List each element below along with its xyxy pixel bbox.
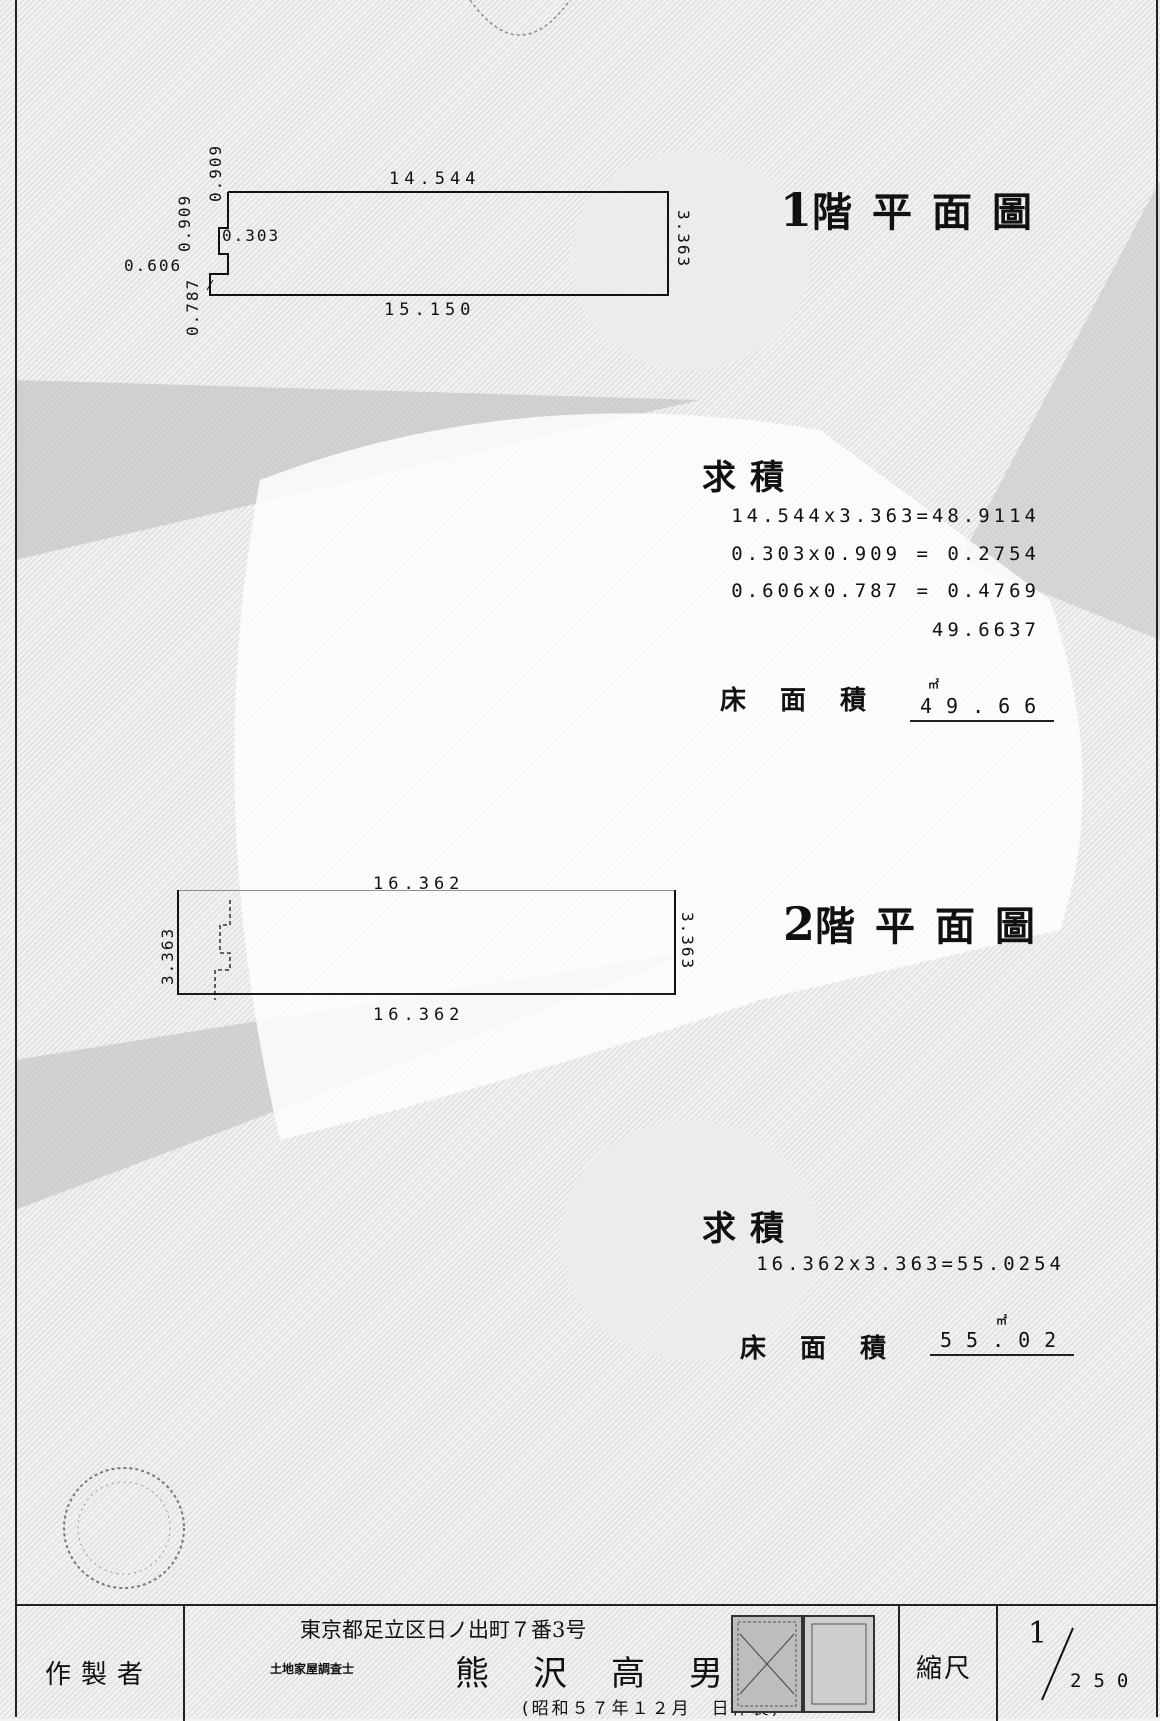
maker-label-cell: 作製者 xyxy=(15,1606,183,1721)
floor2-dim-top: 16.362 xyxy=(373,874,465,894)
floor2-title: 2階平面圖 xyxy=(783,894,1055,952)
floor2-area-value: 55.02 xyxy=(930,1328,1075,1356)
floor2-plan-outline xyxy=(177,890,676,1000)
floor2-area-unit: ㎡ xyxy=(996,1314,1007,1327)
floor1-dim-top: 14.544 xyxy=(389,169,481,189)
floor1-calc-total: 49.6637 xyxy=(931,619,1040,641)
floor1-area-label: 床面積 xyxy=(720,686,901,716)
scale-label: 縮尺 xyxy=(916,1654,973,1684)
footer-table: 作製者 東京都足立区日ノ出町７番3号 土地家屋調査士 熊沢高男 (昭和５７年１２… xyxy=(15,1604,1158,1721)
floor1-dim-bottom: 15.150 xyxy=(384,300,476,320)
scale-fraction-slash xyxy=(1041,1627,1074,1701)
floor2-dim-bottom: 16.362 xyxy=(373,1005,465,1025)
floor1-dim-left-lower: 0.787 xyxy=(183,277,202,336)
floor1-title-text: 階平面圖 xyxy=(812,189,1053,236)
floor2-calc-line-1: 16.362x3.363=55.0254 xyxy=(756,1253,1065,1275)
floor1-dim-notch: 0.303 xyxy=(222,226,281,245)
floor2-dim-right: 3.363 xyxy=(678,912,697,971)
scale-denominator: 250 xyxy=(1070,1670,1141,1692)
floor1-dim-left-upper: 0.909 xyxy=(206,143,225,202)
floor1-dim-left-upper2: 0.909 xyxy=(175,193,194,252)
floor2-title-text: 階平面圖 xyxy=(815,903,1056,950)
scale-value-cell: 1 250 xyxy=(996,1606,1158,1721)
floor1-calc-heading: 求積 xyxy=(702,458,798,498)
floor1-calc-line-2: 0.303x0.909 = 0.2754 xyxy=(731,543,1040,565)
floor1-title-number: 1 xyxy=(780,183,813,237)
maker-address: 東京都足立区日ノ出町７番3号 xyxy=(300,1618,587,1642)
maker-name: 熊沢高男 xyxy=(455,1654,767,1694)
floor1-area-value: 49.66 xyxy=(910,694,1055,722)
floor2-title-number: 2 xyxy=(783,897,816,951)
floor1-dim-right: 3.363 xyxy=(674,210,693,269)
floor1-calc-line-3: 0.606x0.787 = 0.4769 xyxy=(731,580,1040,602)
floor1-area-unit: ㎡ xyxy=(928,678,939,691)
floor2-area-label: 床面積 xyxy=(740,1334,921,1364)
maker-label: 作製者 xyxy=(45,1660,154,1690)
creation-date: (昭和５７年１２月 日作製) xyxy=(522,1699,782,1719)
scale-numerator: 1 xyxy=(1028,1616,1048,1651)
document-frame xyxy=(15,0,1158,1717)
maker-info-cell: 東京都足立区日ノ出町７番3号 土地家屋調査士 熊沢高男 (昭和５７年１２月 日作… xyxy=(183,1606,898,1721)
floor1-plan-outline xyxy=(206,191,669,296)
maker-qualification: 土地家屋調査士 xyxy=(270,1662,355,1676)
floor1-dim-notch2: 0.606 xyxy=(124,256,183,275)
scale-label-cell: 縮尺 xyxy=(898,1606,996,1721)
floor1-title: 1階平面圖 xyxy=(780,180,1052,238)
floor2-dim-left: 3.363 xyxy=(158,926,177,985)
floor2-calc-heading: 求積 xyxy=(702,1209,798,1249)
floor1-calc-line-1: 14.544x3.363=48.9114 xyxy=(731,505,1040,527)
registered-seal-stamp xyxy=(731,1615,875,1713)
